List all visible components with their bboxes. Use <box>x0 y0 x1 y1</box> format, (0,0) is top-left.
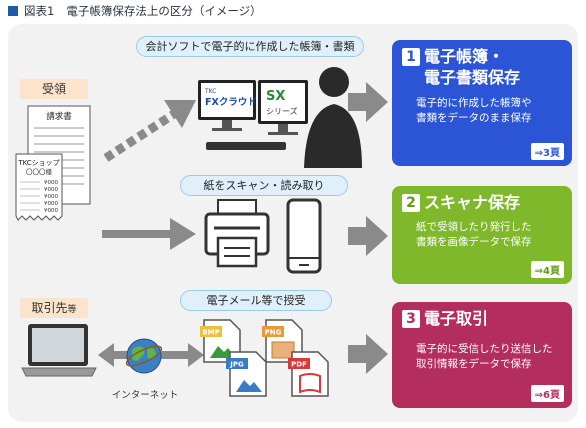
scanner-icon <box>204 199 270 268</box>
svg-text:PDF: PDF <box>291 361 307 369</box>
flow-scan-label: 紙をスキャン・読み取り <box>180 175 348 196</box>
receipt-amount: ¥000 <box>44 180 58 186</box>
sx-series-label: シリーズ <box>266 106 298 116</box>
card1-page-ref: ⇒3頁 <box>530 143 564 160</box>
card3-number: 3 <box>402 310 420 328</box>
card2-desc-line2: 書類を画像データで保存 <box>416 236 532 248</box>
file-icons-illustration: BMP PNG JPG PDF <box>200 319 329 397</box>
partner-suffix: 等 <box>67 305 77 315</box>
jpg-file-icon: JPG <box>226 351 267 397</box>
keyboard <box>206 142 286 150</box>
paper-documents-icon: 請求書 TKCショップ 〇〇〇様 ¥000 ¥000 ¥000 ¥000 ¥00… <box>15 105 91 221</box>
card3-desc-line2: 取引情報をデータで保存 <box>416 358 532 370</box>
receipt-to: 〇〇〇様 <box>26 167 53 176</box>
fx-small-label: TKC <box>204 88 216 95</box>
card3-desc-line1: 電子的に受信したり送信した <box>416 343 553 355</box>
svg-text:BMP: BMP <box>202 329 219 337</box>
title-square-icon <box>8 6 18 16</box>
card1-desc-line2: 書類をデータのまま保存 <box>416 112 532 124</box>
svg-text:JPG: JPG <box>229 361 244 369</box>
pdf-file-icon: PDF <box>288 351 329 397</box>
receipt-amounts: ¥000 ¥000 ¥000 ¥000 ¥000 <box>44 180 58 214</box>
scan-flow-arrow-icon <box>102 218 196 250</box>
card3-title: 電子取引 <box>424 309 489 328</box>
scanner-phone-illustration <box>204 198 322 274</box>
fx-brand-label: FXクラウド <box>205 97 257 108</box>
figure-title: 図表1 電子帳簿保存法上の区分（イメージ） <box>8 3 262 19</box>
receipt-amount: ¥000 <box>44 187 58 193</box>
card1-number: 1 <box>402 48 420 66</box>
card2-number: 2 <box>402 194 420 212</box>
person-icon <box>304 67 362 168</box>
svg-text:PNG: PNG <box>265 329 282 337</box>
receipt-amount: ¥000 <box>44 201 58 207</box>
arrow-to-card1-icon <box>348 82 388 122</box>
sx-brand-label: SX <box>266 89 285 104</box>
figure-heading: 電子帳簿保存法上の区分（イメージ） <box>66 4 262 18</box>
receipt-amount: ¥000 <box>44 208 58 214</box>
received-label: 受領 <box>20 79 88 99</box>
partner-text: 取引先 <box>31 301 68 315</box>
internet-label: インターネット <box>111 390 179 401</box>
accounting-software-illustration: TKC FXクラウド SX シリーズ <box>198 67 362 168</box>
laptop-icon <box>21 324 97 377</box>
arrow-to-card2-icon <box>348 216 388 256</box>
arrow-to-card3-icon <box>348 334 388 374</box>
receipt-amount: ¥000 <box>44 194 58 200</box>
receipt-paper <box>15 153 63 221</box>
card2-page-ref: ⇒4頁 <box>530 261 564 278</box>
dashed-arrow-icon <box>103 100 196 162</box>
card2-title: スキャナ保存 <box>424 193 521 212</box>
receipt-lines <box>20 181 40 211</box>
partner-label: 取引先等 <box>20 298 88 318</box>
flow-accounting-label: 会計ソフトで電子的に作成した帳簿・書類 <box>136 36 364 57</box>
smartphone-icon <box>286 198 322 274</box>
card1-title-line1: 電子帳簿・ <box>424 47 505 66</box>
card1-title-line2: 電子書類保存 <box>424 68 521 87</box>
figure-number: 図表1 <box>24 4 55 18</box>
invoice-title: 請求書 <box>46 111 72 122</box>
receipt-shop: TKCショップ <box>17 159 59 167</box>
globe-icon <box>125 338 163 374</box>
card2-desc-line1: 紙で受領したり発行した <box>416 221 532 233</box>
card3-page-ref: ⇒6頁 <box>530 385 564 402</box>
card1-desc-line1: 電子的に作成した帳簿や <box>416 97 532 109</box>
flow-email-label: 電子メール等で授受 <box>180 290 332 311</box>
